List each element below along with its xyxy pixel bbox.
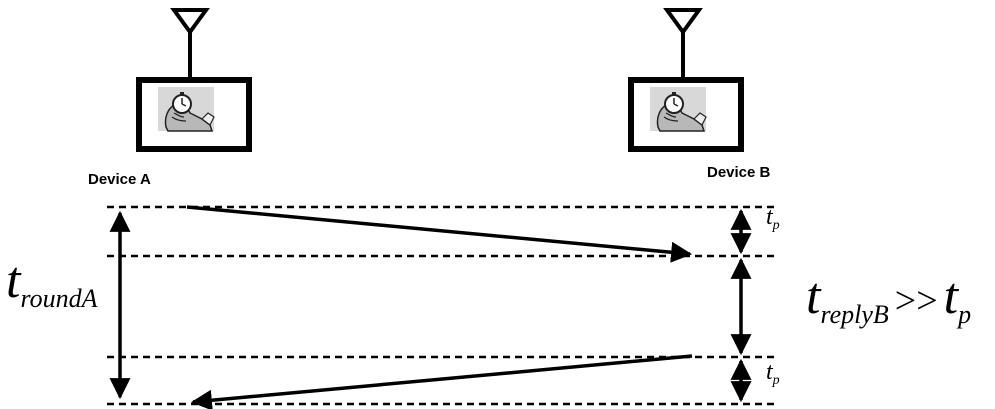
tp1-sub: p xyxy=(772,218,780,233)
timeline-levels xyxy=(107,205,775,406)
tp1-base: t xyxy=(766,204,774,230)
antenna-b-icon xyxy=(663,8,703,80)
hand-stopwatch-icon xyxy=(158,87,215,132)
t-reply-base: t xyxy=(806,268,822,325)
message-arrow-b-to-a xyxy=(190,354,693,409)
tp-base: t xyxy=(944,268,960,325)
t-round-sub: roundA xyxy=(20,284,97,313)
device-a: Device A xyxy=(88,8,252,188)
tp-sub: p xyxy=(956,300,971,329)
much-greater-symbol: >> xyxy=(895,280,938,322)
t-reply-sub: replyB xyxy=(820,300,888,329)
message-arrow-a-to-b xyxy=(186,205,693,263)
device-a-label: Device A xyxy=(88,171,151,188)
t-round-base: t xyxy=(6,252,22,309)
tp2-base: t xyxy=(766,359,774,385)
device-b: Device B xyxy=(628,8,771,181)
tp-label-top: tp xyxy=(766,204,780,233)
antenna-a-icon xyxy=(170,8,210,80)
tp-label-bottom: tp xyxy=(766,359,780,388)
device-b-label: Device B xyxy=(707,164,771,181)
t-round-label: troundA xyxy=(6,252,98,313)
reply-relation-label: treplyB>>tp xyxy=(806,268,971,329)
hand-stopwatch-icon xyxy=(650,87,707,132)
tp2-sub: p xyxy=(772,373,780,388)
